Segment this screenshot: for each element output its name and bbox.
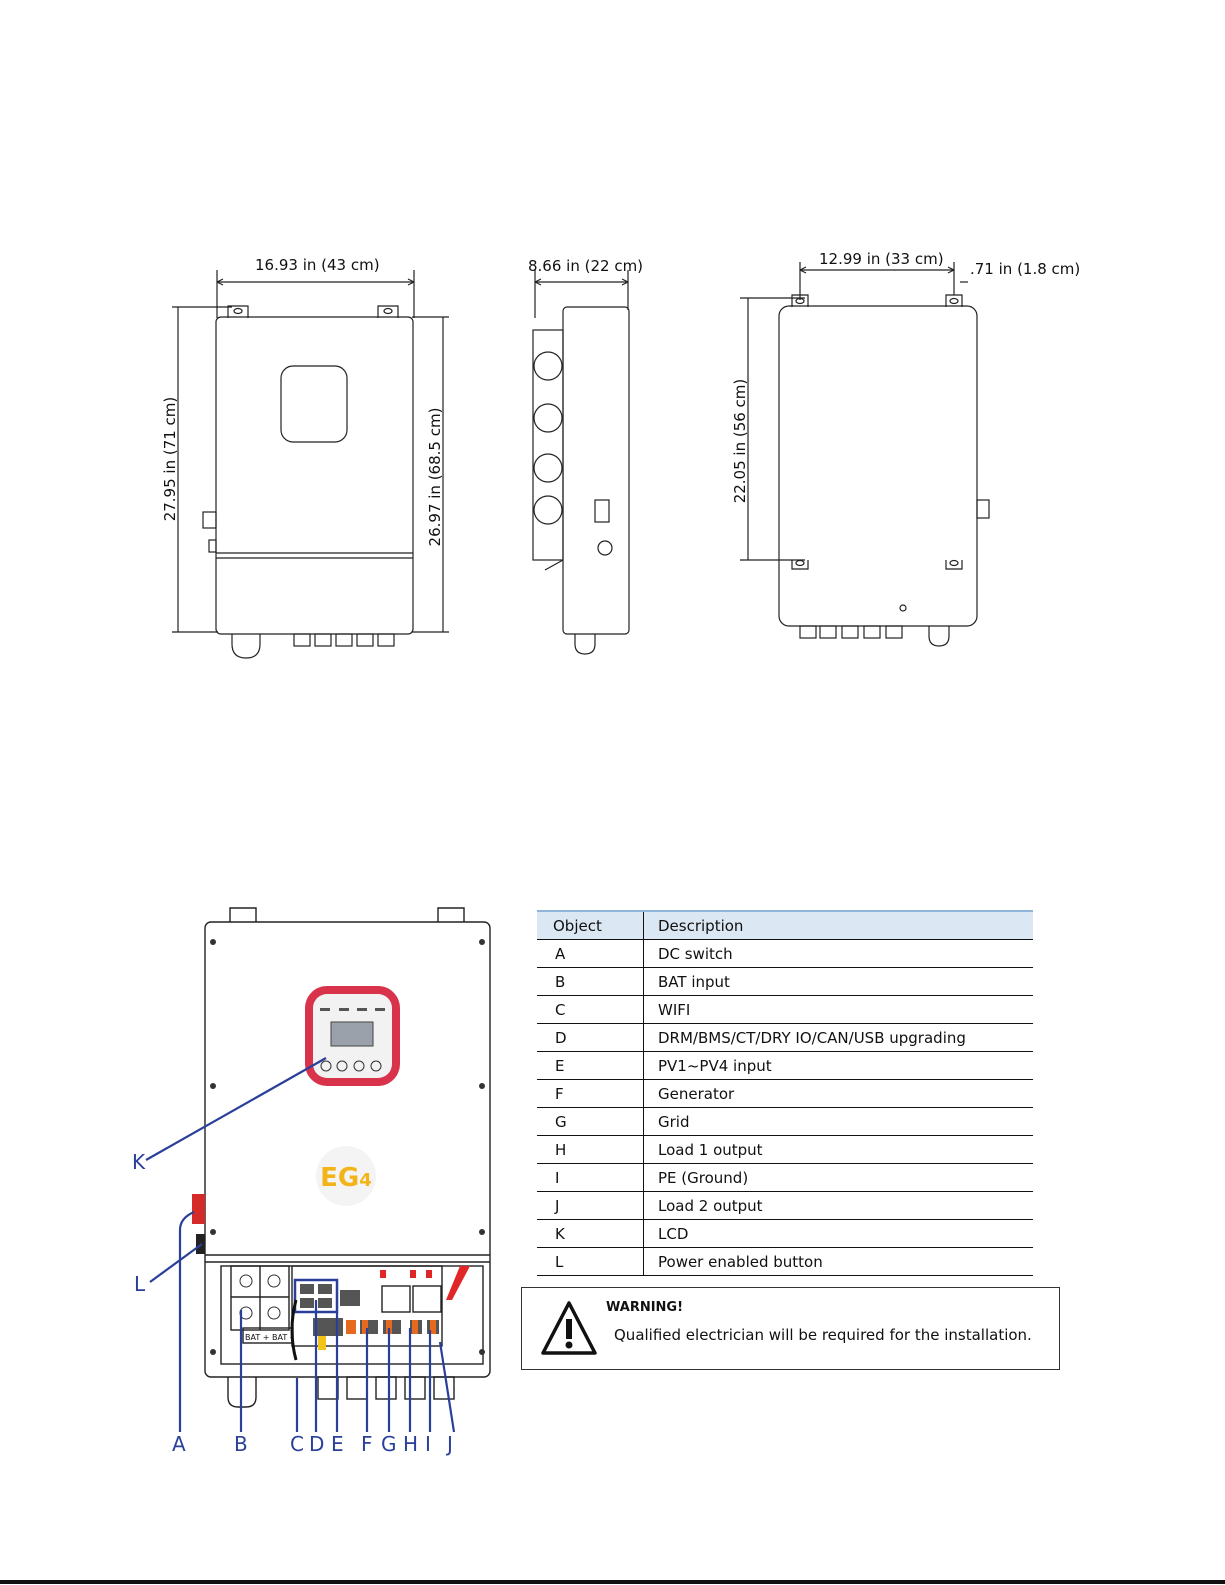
callout-i: I <box>425 1432 431 1456</box>
row-description: Grid <box>643 1107 1033 1136</box>
row-object: K <box>537 1219 644 1248</box>
row-description: Load 2 output <box>643 1191 1033 1220</box>
callout-j: J <box>447 1432 453 1456</box>
callout-g: G <box>381 1432 397 1456</box>
table-header-row: Object Description <box>537 910 1033 940</box>
row-object: E <box>537 1051 644 1080</box>
warning-title: WARNING! <box>606 1300 684 1315</box>
dimension-drawings <box>172 262 990 659</box>
inverter-object-diagram: EG4 <box>145 907 491 1433</box>
back-mount-height-dimension: 22.05 in (56 cm) <box>731 378 749 504</box>
header-description: Description <box>643 910 1033 940</box>
row-object: I <box>537 1163 644 1192</box>
front-total-height-dimension: 27.95 in (71 cm) <box>161 396 179 522</box>
callout-h: H <box>403 1432 419 1456</box>
row-object: J <box>537 1191 644 1220</box>
row-description: LCD <box>643 1219 1033 1248</box>
callout-l: L <box>134 1272 146 1296</box>
row-description: Load 1 output <box>643 1135 1033 1164</box>
header-object: Object <box>537 910 644 940</box>
bat-terminal-label: BAT + BAT - <box>245 1333 293 1342</box>
row-description: Power enabled button <box>643 1247 1033 1276</box>
row-description: PV1~PV4 input <box>643 1051 1033 1080</box>
row-description: PE (Ground) <box>643 1163 1033 1192</box>
row-object: L <box>537 1247 644 1276</box>
row-object: C <box>537 995 644 1024</box>
callout-f: F <box>361 1432 373 1456</box>
row-description: DRM/BMS/CT/DRY IO/CAN/USB upgrading <box>643 1023 1033 1052</box>
front-body-height-dimension: 26.97 in (68.5 cm) <box>426 407 444 547</box>
row-object: D <box>537 1023 644 1052</box>
warning-triangle-icon <box>541 1301 597 1355</box>
row-object: H <box>537 1135 644 1164</box>
row-description: DC switch <box>643 939 1033 968</box>
callout-b: B <box>234 1432 248 1456</box>
row-object: A <box>537 939 644 968</box>
callout-d: D <box>309 1432 325 1456</box>
callout-a: A <box>172 1432 186 1456</box>
row-object: G <box>537 1107 644 1136</box>
warning-box: WARNING! Qualified electrician will be r… <box>521 1287 1060 1370</box>
row-object: F <box>537 1079 644 1108</box>
back-mount-width-dimension: 12.99 in (33 cm) <box>819 250 944 268</box>
warning-text: Qualified electrician will be required f… <box>614 1326 1032 1344</box>
callout-e: E <box>331 1432 344 1456</box>
back-bracket-dimension: .71 in (1.8 cm) <box>970 260 1081 278</box>
row-object: B <box>537 967 644 996</box>
page-bottom-rule <box>0 1580 1225 1584</box>
row-description: Generator <box>643 1079 1033 1108</box>
row-description: WIFI <box>643 995 1033 1024</box>
callout-k: K <box>132 1150 146 1174</box>
row-description: BAT input <box>643 967 1033 996</box>
side-depth-dimension: 8.66 in (22 cm) <box>528 257 644 275</box>
front-width-dimension: 16.93 in (43 cm) <box>255 256 380 274</box>
callout-c: C <box>290 1432 304 1456</box>
